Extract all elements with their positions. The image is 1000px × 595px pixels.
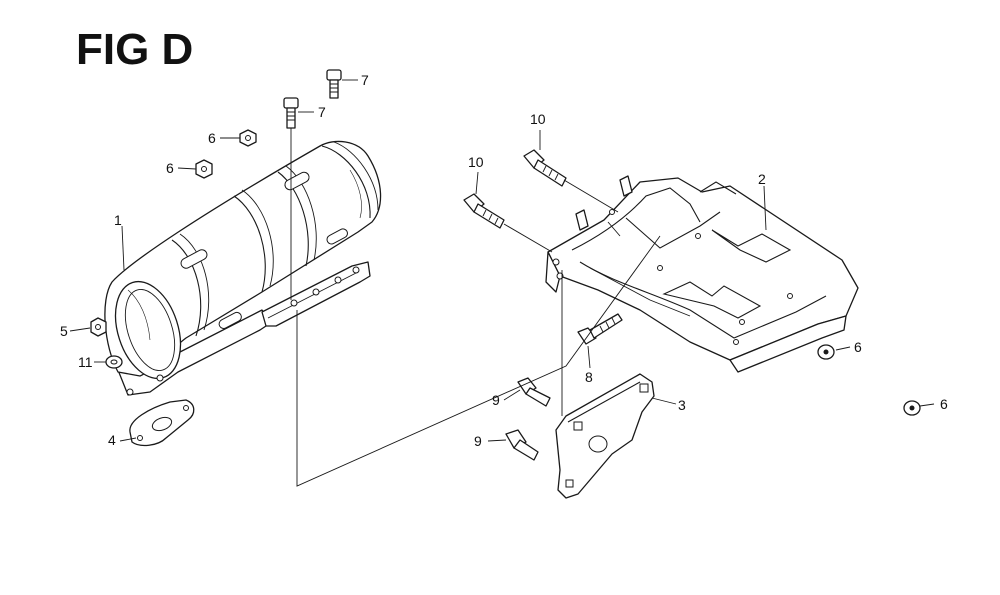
- nut-6-left-part: [195, 159, 213, 179]
- bolt-7-top-part: [326, 69, 342, 99]
- callout-part-1: 1: [114, 212, 122, 228]
- figure-title: FIG D: [76, 25, 194, 74]
- leader-lines: [69, 79, 935, 487]
- callout-part-6-left: 6: [166, 160, 174, 176]
- callout-part-10-lower: 10: [468, 154, 484, 170]
- washer-11-part: [105, 355, 123, 369]
- bolt-8-part: [577, 313, 623, 345]
- bolt-9-upper-part: [517, 377, 551, 407]
- callout-part-10-upper: 10: [530, 111, 546, 127]
- nut-5-part: [90, 317, 107, 337]
- callout-part-3: 3: [678, 397, 686, 413]
- callout-part-6-upper: 6: [208, 130, 216, 146]
- callout-part-2: 2: [758, 171, 766, 187]
- muffler-cover-part: [545, 175, 859, 373]
- nut-6-cover-part: [817, 344, 835, 360]
- muffler-protector-part: [104, 140, 382, 396]
- callout-part-7-lower: 7: [318, 104, 326, 120]
- bolt-10-lower-part: [463, 193, 505, 229]
- callout-part-5: 5: [60, 323, 68, 339]
- bracket-plate-part: [555, 373, 655, 499]
- nut-6-upper-part: [239, 129, 257, 147]
- bolt-10-upper-part: [523, 149, 567, 187]
- nut-6-far-right-part: [903, 400, 921, 416]
- callout-part-4: 4: [108, 432, 116, 448]
- bolt-9-lower-part: [505, 429, 539, 461]
- callout-part-9-lower: 9: [474, 433, 482, 449]
- callout-part-6-cover: 6: [854, 339, 862, 355]
- callout-part-8: 8: [585, 369, 593, 385]
- callout-part-11: 11: [78, 354, 93, 370]
- callout-part-6-far-right: 6: [940, 396, 948, 412]
- gasket-part: [129, 399, 195, 447]
- callout-part-7-top: 7: [361, 72, 369, 88]
- bolt-7-lower-part: [283, 97, 299, 129]
- callout-part-9-upper: 9: [492, 392, 500, 408]
